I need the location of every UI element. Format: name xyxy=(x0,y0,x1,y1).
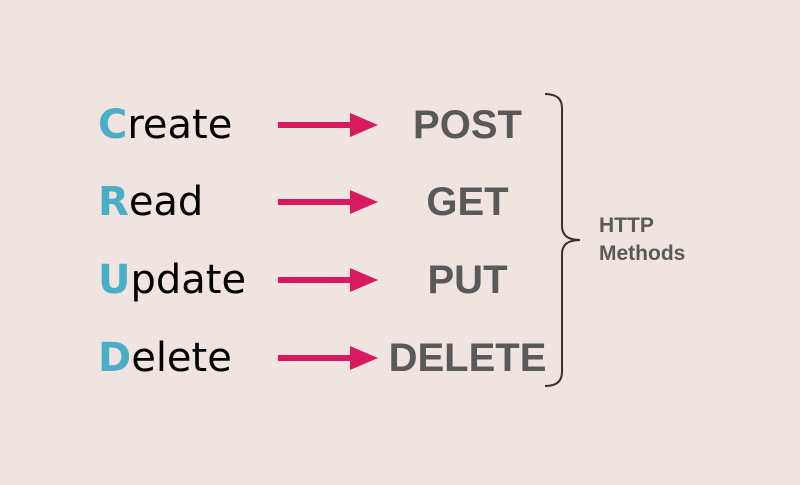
http-methods-label-line1: HTTP xyxy=(599,214,654,237)
right-arrow-icon xyxy=(278,190,378,214)
http-methods-label: HTTP Methods xyxy=(599,212,685,268)
crud-initial: U xyxy=(98,257,131,303)
crud-initial: R xyxy=(98,179,129,225)
crud-word-rest: pdate xyxy=(130,257,247,303)
right-curly-brace-icon xyxy=(544,93,581,387)
crud-word-read: Read xyxy=(98,172,203,232)
crud-word-rest: ead xyxy=(128,179,204,225)
http-method-post: POST xyxy=(413,103,522,147)
http-methods-label-line2: Methods xyxy=(599,242,686,265)
http-method-get: GET xyxy=(426,180,509,224)
right-arrow-icon xyxy=(278,113,378,137)
crud-word-create: Create xyxy=(98,95,232,155)
right-arrow-icon xyxy=(278,346,378,370)
crud-initial: C xyxy=(98,102,128,148)
crud-row-delete: Delete DELETE xyxy=(0,328,560,388)
crud-word-update: Update xyxy=(98,250,246,310)
crud-word-rest: elete xyxy=(131,335,232,381)
crud-word-delete: Delete xyxy=(98,328,232,388)
http-method-put: PUT xyxy=(427,258,508,302)
crud-initial: D xyxy=(98,335,132,381)
right-arrow-icon xyxy=(278,268,378,292)
crud-row-create: Create POST xyxy=(0,95,560,155)
crud-word-rest: reate xyxy=(127,102,233,148)
http-method-delete: DELETE xyxy=(388,336,547,380)
crud-row-read: Read GET xyxy=(0,172,560,232)
crud-row-update: Update PUT xyxy=(0,250,560,310)
